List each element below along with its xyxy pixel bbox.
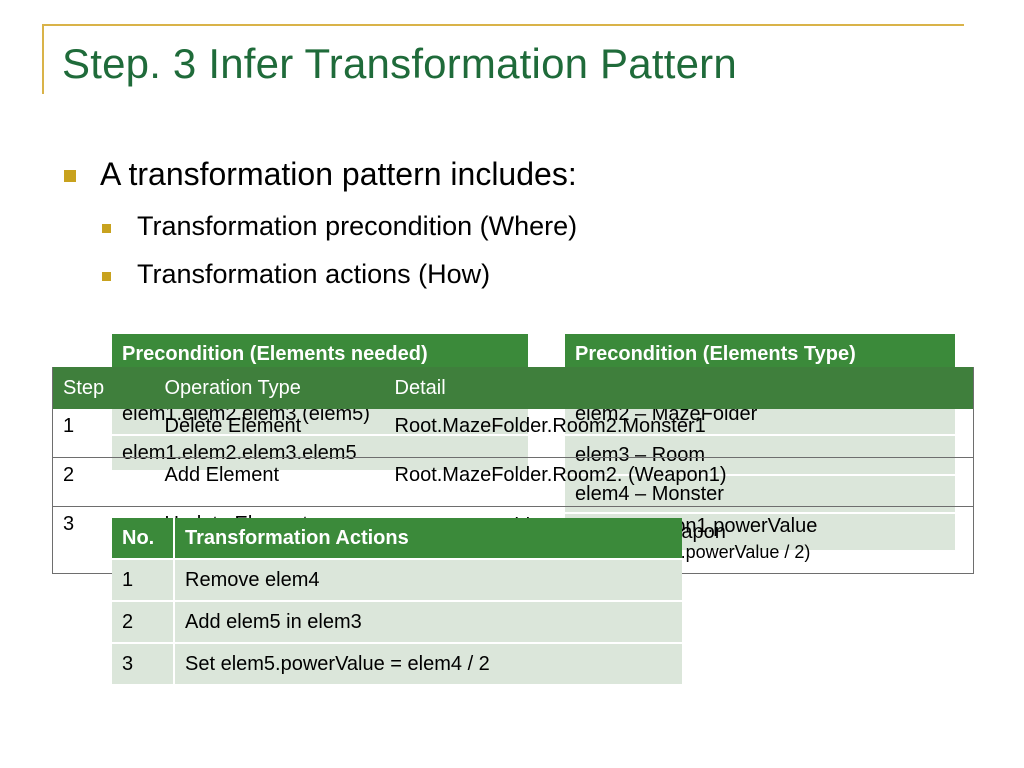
step-operation: Delete Element [154,409,385,458]
step-detail: Root.MazeFolder.Room2. (Weapon1) [384,457,974,507]
slide-title: Step. 3 Infer Transformation Pattern [62,40,737,87]
transformation-actions-table: No. Transformation Actions 1 Remove elem… [112,518,682,684]
table-row: 1 Delete Element Root.MazeFolder.Room2.M… [52,409,974,458]
action-text: Set elem5.powerValue = elem4 / 2 [174,642,682,684]
table-row: 3 Set elem5.powerValue = elem4 / 2 [112,642,682,684]
square-bullet-icon [102,224,111,233]
action-text: Add elem5 in elem3 [174,600,682,643]
bullet-sub-precondition: Transformation precondition (Where) [137,211,578,241]
frame-top-line [42,24,964,26]
step-detail: Root.MazeFolder.Room2.Monster1 [384,409,974,458]
action-number: 1 [112,558,175,601]
table-row: 2 Add Element Root.MazeFolder.Room2. (We… [52,457,974,507]
step-number: 1 [52,409,155,458]
table-row: 2 Add elem5 in elem3 [112,600,682,643]
bullet-sub-actions: Transformation actions (How) [137,259,491,289]
steps-header-detail: Detail [384,367,974,409]
steps-header-operation: Operation Type [154,367,385,409]
step-operation: Add Element [154,457,385,507]
square-bullet-icon [102,272,111,281]
square-bullet-icon [64,170,76,182]
bullet-main: A transformation pattern includes: [100,156,577,192]
step-number: 2 [52,457,155,507]
frame-left-line [42,24,44,94]
steps-header-step: Step [52,367,155,409]
actions-header-action: Transformation Actions [174,518,682,559]
table-row: 1 Remove elem4 [112,558,682,601]
action-number: 2 [112,600,175,643]
action-number: 3 [112,642,175,684]
action-text: Remove elem4 [174,558,682,601]
actions-header-no: No. [112,518,175,559]
